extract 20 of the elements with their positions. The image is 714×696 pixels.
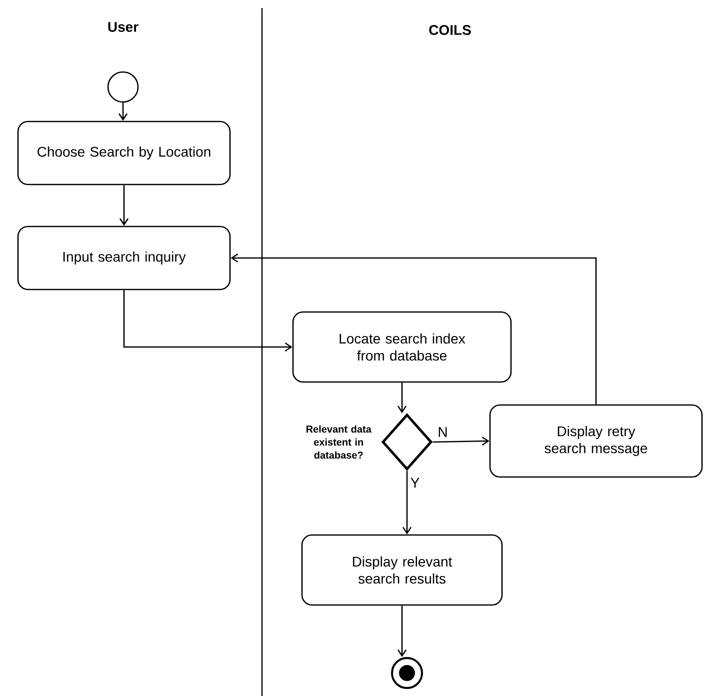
question-text: Relevant data existent in database? <box>306 425 372 459</box>
edge-label: N <box>436 426 449 438</box>
activity-box: Display relevant search results <box>301 534 503 606</box>
lane-heading: User <box>108 22 138 32</box>
arrow <box>230 253 597 404</box>
arrow <box>123 290 292 352</box>
lane-heading: COILS <box>429 25 471 35</box>
activity-box: Locate search index from database <box>292 311 512 383</box>
arrow <box>432 436 490 446</box>
arrow <box>397 606 407 657</box>
arrow <box>119 185 129 226</box>
arrow <box>118 102 128 121</box>
start-node <box>107 71 139 103</box>
arrow <box>402 470 412 534</box>
activity-box: Display retry search message <box>489 404 703 478</box>
end-node <box>391 657 423 689</box>
edge-label: Y <box>409 476 421 489</box>
arrow <box>397 382 407 414</box>
activity-box: Input search inquiry <box>17 226 231 290</box>
activity-box: Choose Search by Location <box>17 120 231 186</box>
